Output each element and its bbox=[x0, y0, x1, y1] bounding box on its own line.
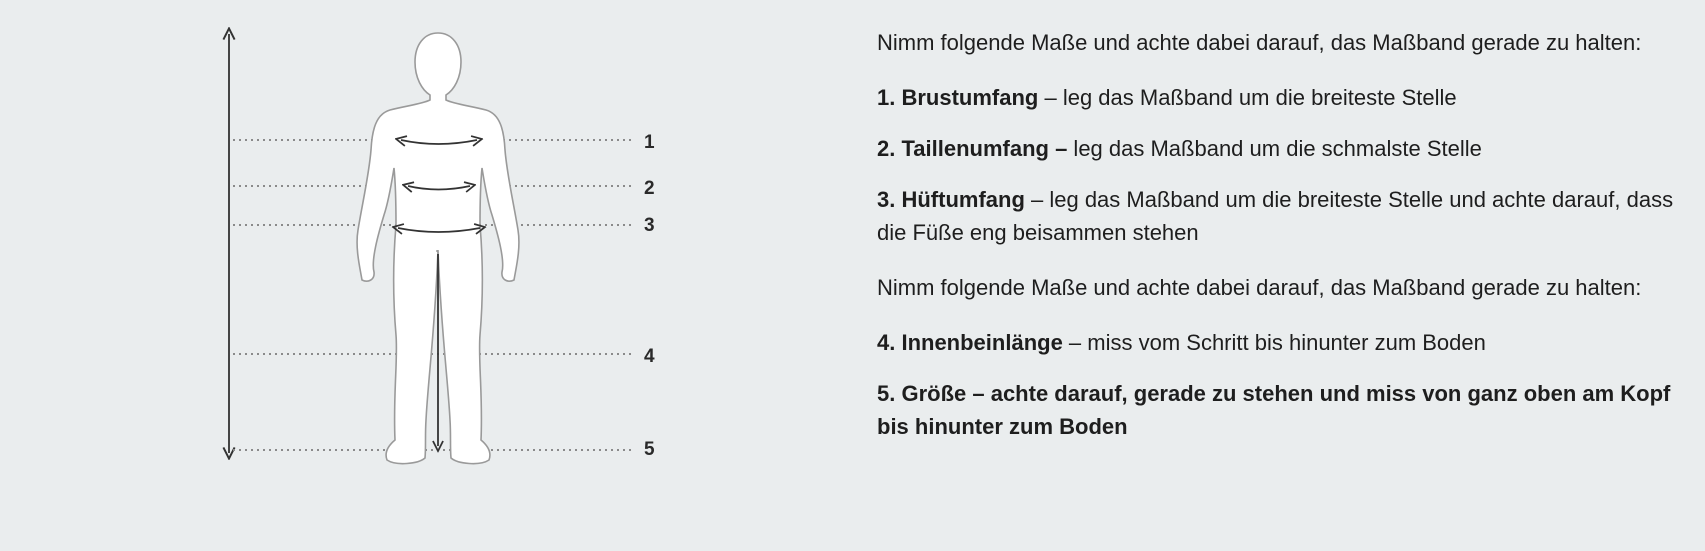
measure-item-3: 3. Hüftumfang – leg das Maßband um die b… bbox=[877, 183, 1687, 249]
label-5: 5 bbox=[644, 439, 655, 460]
item-text: leg das Maßband um die schmalste Stelle bbox=[1067, 136, 1482, 161]
waist-arrow bbox=[408, 186, 470, 190]
label-2: 2 bbox=[644, 178, 655, 199]
intro-text-2: Nimm folgende Maße und achte dabei darau… bbox=[877, 275, 1642, 300]
measure-item-1: 1. Brustumfang – leg das Maßband um die … bbox=[877, 81, 1687, 114]
measure-item-2: 2. Taillenumfang – leg das Maßband um di… bbox=[877, 132, 1687, 165]
item-text: – miss vom Schritt bis hinunter zum Bode… bbox=[1062, 330, 1486, 355]
item-label: 2. Taillenumfang – bbox=[877, 136, 1068, 161]
chest-arrow bbox=[401, 140, 477, 144]
item-label: 5. Größe – achte darauf, gerade zu stehe… bbox=[877, 381, 1671, 439]
intro-text-1: Nimm folgende Maße und achte dabei darau… bbox=[877, 30, 1642, 55]
measurement-figure: 1 2 3 4 5 bbox=[200, 22, 680, 472]
item-text: – leg das Maßband um die breiteste Stell… bbox=[1038, 85, 1457, 110]
item-text: – leg das Maßband um die breiteste Stell… bbox=[877, 187, 1674, 245]
instructions: Nimm folgende Maße und achte dabei darau… bbox=[877, 26, 1687, 461]
item-label: 4. Innenbeinlänge bbox=[877, 330, 1063, 355]
item-label: 3. Hüftumfang bbox=[877, 187, 1025, 212]
label-1: 1 bbox=[644, 132, 655, 153]
measure-item-5: 5. Größe – achte darauf, gerade zu stehe… bbox=[877, 377, 1687, 443]
label-4: 4 bbox=[644, 346, 655, 367]
label-3: 3 bbox=[644, 215, 655, 236]
hip-arrow bbox=[398, 228, 480, 232]
body-diagram: 1 2 3 4 5 bbox=[200, 22, 655, 465]
measure-item-4: 4. Innenbeinlänge – miss vom Schritt bis… bbox=[877, 326, 1687, 359]
item-label: 1. Brustumfang bbox=[877, 85, 1039, 110]
